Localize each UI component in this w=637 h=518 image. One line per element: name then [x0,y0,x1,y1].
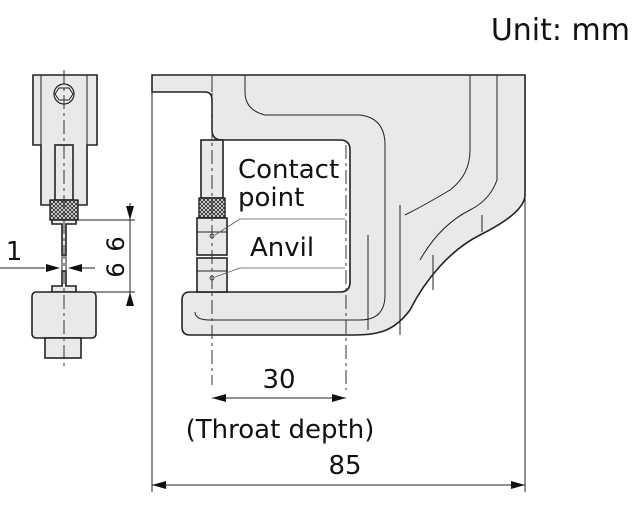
throat-depth-dimension [212,394,346,402]
side-upper-block [32,74,98,206]
throat-depth-value: 30 [262,365,295,395]
overall-width-dimension [151,92,526,492]
overall-width-value: 85 [328,451,361,481]
hex-screw-icon [53,83,75,105]
c-frame [151,74,526,336]
contact-point-label: Contact [238,155,339,185]
unit-label: Unit: mm [491,13,630,48]
gap-value: 1 [6,237,23,267]
upper-height-value: 6 [102,236,130,251]
side-view [31,70,98,370]
side-dimensions: 1 6 6 [0,203,135,306]
anvil-label: Anvil [250,233,314,263]
lower-height-value: 6 [102,262,130,277]
front-view [151,74,526,390]
contact-point-label-line2: point [238,183,304,213]
throat-depth-caption: (Throat depth) [186,415,375,445]
